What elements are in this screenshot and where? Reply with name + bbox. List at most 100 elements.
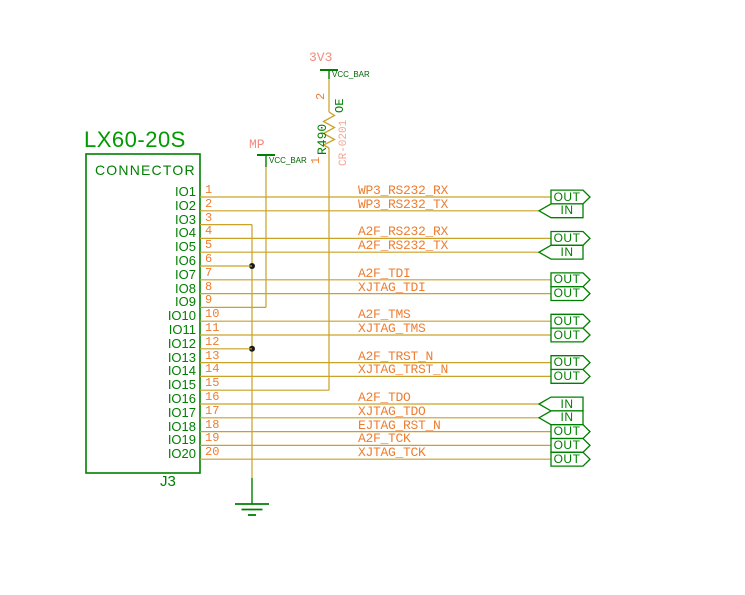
connector-refdes[interactable]: J3 (160, 473, 176, 490)
ground-symbol[interactable] (235, 503, 269, 516)
resistor-pin1-number: 1 (309, 156, 323, 164)
pin-name: IO4 (175, 225, 196, 241)
connector-body[interactable] (85, 153, 201, 474)
pin-number: 10 (205, 307, 220, 322)
flag-label: OUT (553, 286, 581, 301)
pin-number: 4 (205, 224, 213, 239)
resistor-refdes[interactable]: R490 (315, 123, 330, 155)
pin-number: 5 (205, 238, 213, 253)
out-flag[interactable] (550, 272, 591, 288)
net-label[interactable]: WP3_RS232_TX (358, 196, 449, 212)
pin-number: 16 (205, 390, 220, 404)
power-net-3v3-label[interactable]: 3V3 (309, 50, 333, 65)
pin-number: 15 (205, 376, 220, 391)
net-label[interactable]: A2F_TCK (358, 431, 411, 447)
pin-name: IO15 (167, 377, 196, 393)
net-label[interactable]: XJTAG_TDI (358, 279, 426, 295)
resistor-pin-oe-name: OE (333, 98, 347, 113)
connector-value-label[interactable]: LX60-20S (84, 127, 186, 152)
pin-number: 13 (205, 348, 220, 363)
flag-label: IN (560, 203, 574, 218)
net-label[interactable]: EJTAG_RST_N (358, 417, 441, 433)
resistor-pin2-number: 2 (314, 92, 328, 100)
net-label[interactable]: XJTAG_TMS (358, 321, 426, 336)
flag-label: IN (560, 244, 574, 259)
connector-type-label: CONNECTOR (95, 162, 196, 178)
net-label[interactable]: A2F_TDO (358, 390, 411, 405)
net-label[interactable]: XJTAG_TRST_N (358, 362, 449, 378)
pin-name: IO20 (167, 446, 196, 462)
pin-number: 9 (205, 293, 213, 308)
pin-number: 14 (205, 362, 220, 377)
out-flag[interactable] (550, 355, 591, 371)
flag-label: OUT (553, 189, 581, 204)
pin-name: IO13 (167, 349, 196, 365)
in-flag[interactable] (537, 396, 584, 412)
net-label[interactable]: WP3_RS232_RX (358, 183, 449, 198)
pin-number: 2 (205, 196, 213, 211)
out-flag[interactable] (550, 424, 591, 440)
net-label[interactable]: A2F_TMS (358, 307, 411, 323)
pin-name: IO6 (175, 253, 196, 268)
net-label[interactable]: A2F_RS232_TX (358, 238, 449, 254)
power-net-mp-label[interactable]: MP (249, 137, 265, 152)
out-flag[interactable] (550, 451, 591, 467)
in-flag[interactable] (537, 244, 584, 260)
pin-name: IO5 (175, 239, 196, 255)
out-flag[interactable] (550, 368, 591, 384)
pin-name: IO14 (167, 363, 196, 379)
pin-number: 17 (205, 403, 220, 418)
flag-label: OUT (553, 355, 581, 370)
pin-name: IO18 (167, 418, 196, 434)
pin-number: 6 (205, 252, 213, 266)
pin-name: IO19 (167, 432, 196, 448)
flag-label: OUT (553, 451, 581, 466)
pin-number: 12 (205, 334, 220, 349)
flag-label: OUT (553, 424, 581, 439)
pin-number: 19 (205, 431, 220, 446)
resistor-part-code[interactable]: CR-0201 (338, 119, 350, 166)
pin-name: IO17 (167, 404, 196, 420)
pin-name: IO8 (175, 280, 196, 296)
net-label[interactable]: A2F_RS232_RX (358, 224, 449, 240)
pin-name: IO1 (175, 184, 196, 199)
resistor-body[interactable] (322, 111, 336, 149)
pin-name: IO7 (175, 266, 196, 282)
pin-number: 1 (205, 183, 213, 197)
out-flag[interactable] (550, 313, 591, 329)
flag-label: OUT (553, 313, 581, 328)
pin-name: IO12 (167, 335, 196, 351)
vcc-bar-symbol-caption: VCC_BAR (332, 70, 370, 79)
in-flag[interactable] (537, 410, 584, 426)
flag-label: OUT (553, 327, 581, 342)
flag-label: IN (560, 396, 574, 411)
pin-name: IO9 (175, 294, 196, 310)
net-label[interactable]: XJTAG_TCK (358, 445, 426, 461)
pin-number: 18 (205, 417, 220, 432)
out-flag[interactable] (550, 437, 591, 453)
flag-label: OUT (553, 368, 581, 383)
pin-name: IO2 (175, 197, 196, 213)
pin-name: IO11 (168, 322, 196, 337)
out-flag[interactable] (550, 286, 591, 302)
pin-name: IO3 (175, 211, 196, 227)
net-label[interactable]: A2F_TDI (358, 265, 411, 281)
pin-number: 3 (205, 210, 213, 225)
flag-label: OUT (553, 230, 581, 245)
pin-number: 11 (205, 321, 220, 335)
vcc-bar-symbol-caption: VCC_BAR (269, 156, 307, 165)
pin-name: IO10 (167, 308, 196, 324)
flag-label: OUT (553, 272, 581, 287)
out-flag[interactable] (550, 189, 591, 205)
net-label[interactable]: XJTAG_TDO (358, 403, 426, 419)
net-label[interactable]: A2F_TRST_N (358, 348, 434, 364)
pin-number: 8 (205, 279, 213, 294)
pin-number: 20 (205, 445, 220, 460)
in-flag[interactable] (537, 203, 584, 219)
out-flag[interactable] (550, 230, 591, 246)
pin-number: 7 (205, 265, 213, 280)
out-flag[interactable] (550, 327, 591, 343)
flag-label: IN (560, 410, 574, 425)
